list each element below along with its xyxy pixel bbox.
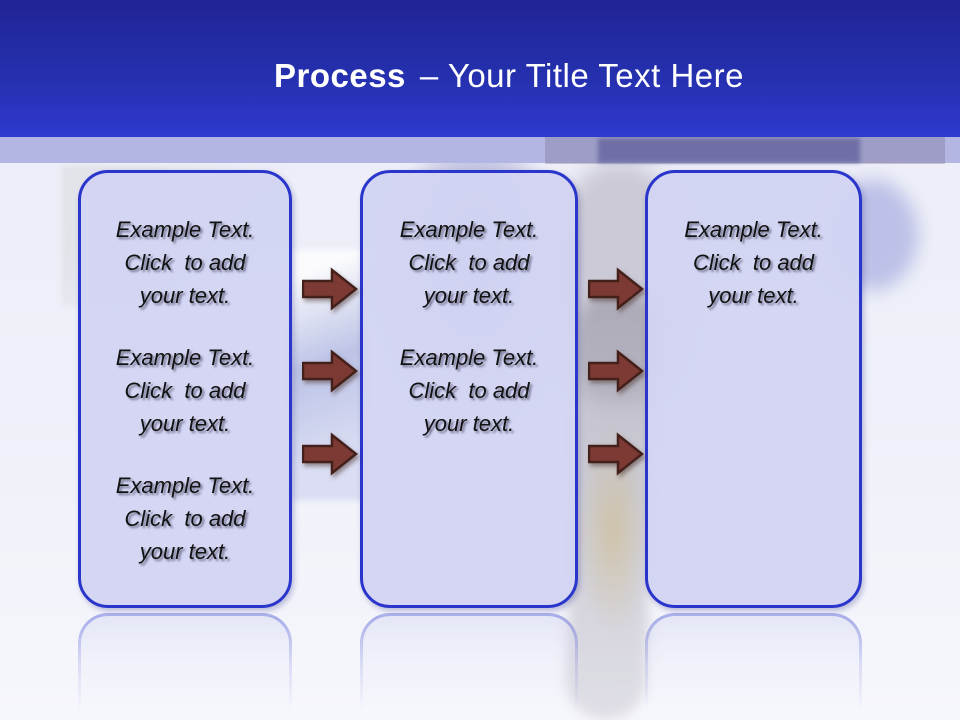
box-reflection [360, 613, 578, 720]
placeholder-line: Click to add [124, 378, 246, 403]
text-placeholder[interactable]: Example Text. Click to add your text. [116, 213, 255, 312]
page-title[interactable]: Process – Your Title Text Here [216, 19, 744, 133]
right-arrow-icon [588, 432, 644, 476]
text-placeholder[interactable]: Example Text. Click to add your text. [684, 213, 823, 312]
placeholder-line: your text. [139, 411, 231, 436]
placeholder-line: Example Text. [399, 345, 539, 370]
placeholder-line: Click to add [408, 250, 530, 275]
placeholder-line: Example Text. [399, 217, 539, 242]
placeholder-line: Click to add [692, 250, 815, 275]
placeholder-line: Click to add [124, 250, 246, 275]
placeholder-line: Example Text. [115, 473, 255, 498]
placeholder-line: your text. [708, 283, 799, 308]
placeholder-line: Example Text. [115, 217, 255, 242]
placeholder-line: Example Text. [115, 345, 255, 370]
right-arrow-icon [302, 267, 358, 311]
right-arrow-icon [588, 349, 644, 393]
right-arrow-icon [302, 349, 358, 393]
placeholder-line: your text. [139, 283, 231, 308]
text-placeholder[interactable]: Example Text. Click to add your text. [116, 341, 255, 440]
placeholder-line: Example Text. [684, 217, 823, 242]
text-placeholder[interactable]: Example Text. Click to add your text. [116, 469, 255, 568]
box-reflection [645, 613, 862, 720]
process-box-1[interactable]: Example Text. Click to add your text. Ex… [78, 170, 292, 608]
page-title-emphasis: Process [273, 56, 406, 94]
text-placeholder[interactable]: Example Text. Click to add your text. [400, 213, 539, 312]
right-arrow-icon [588, 267, 644, 311]
placeholder-line: your text. [139, 539, 231, 564]
placeholder-line: your text. [423, 283, 515, 308]
placeholder-line: your text. [423, 411, 515, 436]
process-box-3[interactable]: Example Text. Click to add your text. [645, 170, 862, 608]
slide-header: Process – Your Title Text Here [0, 0, 960, 137]
page-title-rest: – Your Title Text Here [419, 56, 745, 94]
process-box-2[interactable]: Example Text. Click to add your text. Ex… [360, 170, 578, 608]
text-placeholder[interactable]: Example Text. Click to add your text. [400, 341, 539, 440]
header-accent-band [0, 137, 960, 163]
box-reflection [78, 613, 292, 720]
placeholder-line: Click to add [408, 378, 530, 403]
placeholder-line: Click to add [124, 506, 246, 531]
right-arrow-icon [302, 432, 358, 476]
